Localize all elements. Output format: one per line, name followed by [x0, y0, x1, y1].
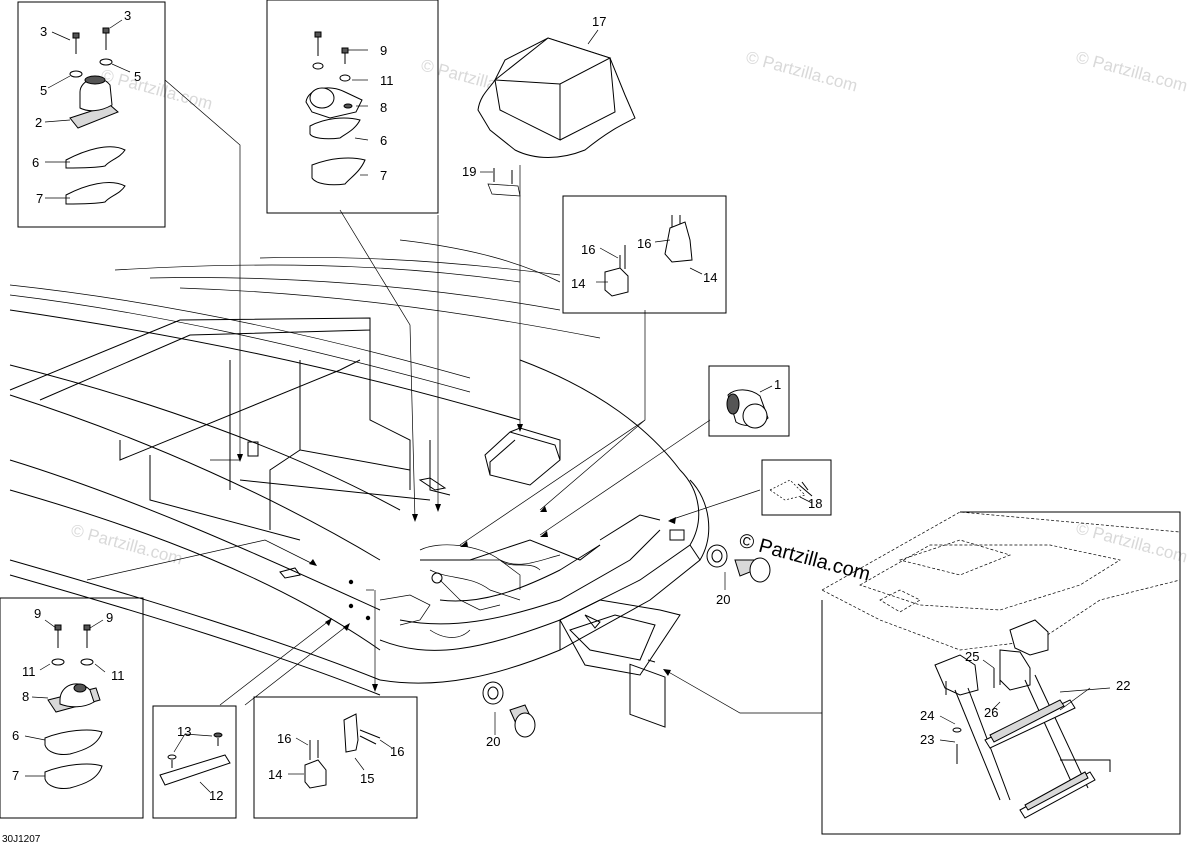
callout-label: 16: [581, 242, 595, 257]
callout-label: 5: [134, 69, 141, 84]
engine-mount-front-detail: 3 3 5 5 2 6 7: [17, 1, 166, 228]
callout-label: 3: [40, 24, 47, 39]
callout-label: 11: [111, 668, 125, 683]
cap-detail: 1: [708, 365, 790, 437]
drain-plug-lower: 20: [482, 681, 536, 749]
callout-label: 16: [277, 731, 291, 746]
watermark: © Partzilla.com: [69, 521, 185, 569]
callout-label: 7: [380, 168, 387, 183]
callout-label: 11: [22, 664, 36, 679]
callout-label: 16: [390, 744, 404, 759]
callout-label: 18: [808, 496, 822, 511]
callout-label: 11: [380, 73, 394, 88]
callout-label: 9: [106, 610, 113, 625]
clip-detail: 18: [761, 459, 832, 516]
rub-strip-detail: 13 12: [152, 705, 237, 819]
callout-label: 5: [40, 83, 47, 98]
callout-label: 14: [703, 270, 717, 285]
callout-label: 17: [592, 14, 606, 29]
watermark: © Partzilla.com: [99, 66, 215, 114]
watermark-group: © Partzilla.com © Partzilla.com © Partzi…: [69, 48, 1190, 569]
callout-label: 3: [124, 8, 131, 23]
callout-label: 13: [177, 724, 191, 739]
bracket-detail: 16 16 14 14: [562, 195, 727, 314]
callout-label: 6: [380, 133, 387, 148]
arrowheads: [237, 424, 676, 692]
boarding-ladder-detail: 25 26 24 23 22: [821, 511, 1181, 835]
callout-label: 19: [462, 164, 476, 179]
vent-cover-detail: 17 19: [462, 14, 636, 197]
callout-label: 6: [12, 728, 19, 743]
callout-label: 20: [716, 592, 730, 607]
engine-mount-rear-detail: 9 11 8 6 7: [266, 0, 439, 214]
callout-label: 14: [571, 276, 585, 291]
watermark: © Partzilla.com: [1074, 519, 1190, 567]
callout-label: 7: [12, 768, 19, 783]
callout-label: 15: [360, 771, 374, 786]
bracket-lower-detail: 16 16 14 15: [253, 696, 418, 819]
callout-label: 14: [268, 767, 282, 782]
watermark: © Partzilla.com: [1074, 48, 1190, 96]
watermark: © Partzilla.com: [744, 48, 860, 96]
drain-plug-upper: 20: [706, 544, 771, 607]
callout-label: 24: [920, 708, 934, 723]
callout-label: 1: [774, 377, 781, 392]
drawing-code: 30J1207: [2, 834, 41, 845]
callout-label: 22: [1116, 678, 1130, 693]
hull-body: [9, 239, 710, 728]
callout-label: 20: [486, 734, 500, 749]
leader-lines: [86, 79, 822, 714]
callout-label: 2: [35, 115, 42, 130]
callout-label: 9: [380, 43, 387, 58]
callout-label: 26: [984, 705, 998, 720]
callout-label: 6: [32, 155, 39, 170]
callout-label: 9: [34, 606, 41, 621]
callout-label: 25: [965, 649, 979, 664]
callout-label: 7: [36, 191, 43, 206]
callout-label: 12: [209, 788, 223, 803]
callout-label: 23: [920, 732, 934, 747]
engine-mount-side-detail: 9 9 11 11 8 6 7: [0, 597, 144, 819]
callout-label: 8: [22, 689, 29, 704]
callout-label: 8: [380, 100, 387, 115]
callout-label: 16: [637, 236, 651, 251]
